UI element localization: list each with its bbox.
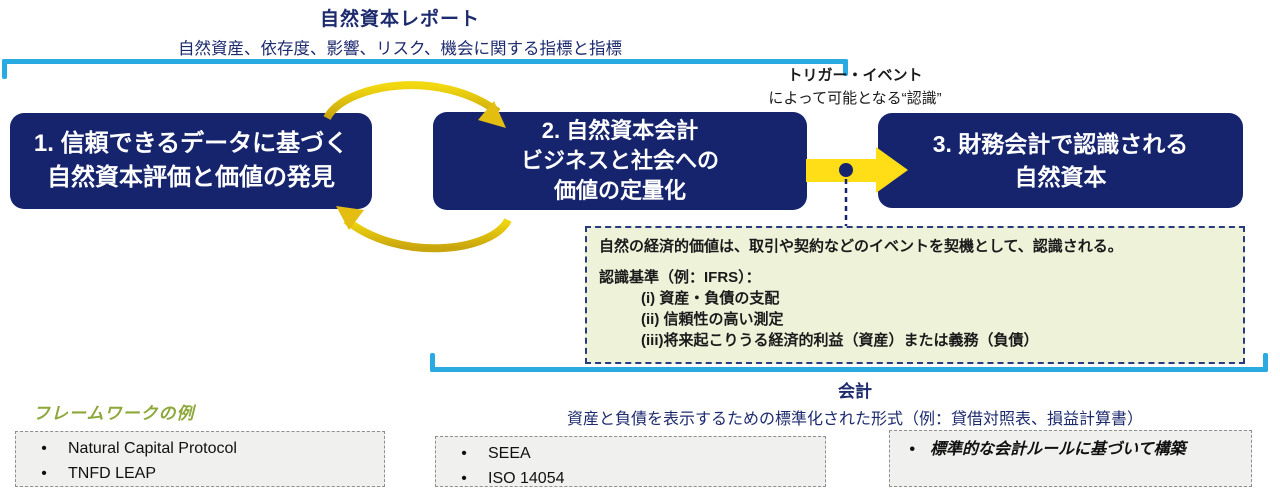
accounting-subtitle: 資産と負債を表示するための標準化された形式（例：貸借対照表、損益計算書） [566,411,1143,428]
framework-item: • Natural Capital Protocol [16,436,384,461]
framework-item-label: Natural Capital Protocol [68,440,237,457]
recognition-criteria-item: (iii)将来起こりうる経済的利益（資産）または義務（負債） [641,332,1039,349]
report-header: 自然資本レポート 自然資産、依存度、影響、リスク、機会に関する指標と指標 [100,4,700,59]
connector-dot [839,163,853,177]
bracket-top-left-cap [2,59,7,79]
framework-box-standards: • SEEA • ISO 14054 [435,436,826,487]
bullet-icon: • [461,445,467,462]
recognition-criteria-item: (ii) 信頼性の高い測定 [641,311,784,328]
cycle-arrow-bottom-head-icon [336,206,364,230]
flow-box-2-accounting: 2. 自然資本会計 ビジネスと社会への 価値の定量化 [433,112,807,210]
frameworks-label: フレームワークの例 [33,404,195,423]
bracket-bottom-right-cap [1263,353,1268,372]
page-subtitle: 自然資産、依存度、影響、リスク、機会に関する指標と指標 [177,40,622,58]
bullet-icon: • [461,470,467,487]
framework-box-accounting-rules: • 標準的な会計ルールに基づいて構築 [889,430,1252,487]
bullet-icon: • [41,440,47,457]
flow-box-2-line1: 2. 自然資本会計 [541,118,699,143]
recognition-note-box: 自然の経済的価値は、取引や契約などのイベントを契機として、認識される。 認識基準… [585,226,1245,364]
framework-item-label: SEEA [488,445,531,462]
framework-item: • SEEA [436,441,825,466]
accounting-label: 会計 資産と負債を表示するための標準化された形式（例：貸借対照表、損益計算書） [440,377,1270,429]
trigger-event-label: トリガー・イベント によって可能となる“認識” [725,64,985,108]
trigger-event-subtitle: によって可能となる“認識” [768,90,942,107]
recognition-criteria-list: (i) 資産・負債の支配 (ii) 信頼性の高い測定 (iii)将来起こりうる経… [641,288,1231,351]
flow-box-3-financial: 3. 財務会計で認識される 自然資本 [878,113,1243,208]
framework-item: • 標準的な会計ルールに基づいて構築 [890,437,1251,462]
framework-item-label: TNFD LEAP [68,465,157,482]
framework-item-label: ISO 14054 [488,470,565,487]
page-title: 自然資本レポート [319,9,480,30]
recognition-criteria-item: (i) 資産・負債の支配 [641,290,780,307]
bracket-bottom-left-cap [430,353,435,372]
bullet-icon: • [909,441,915,458]
flow-box-1-line2: 自然資本評価と価値の発見 [47,164,335,191]
flow-box-2-line3: 価値の定量化 [553,178,686,203]
flow-box-3-line2: 自然資本 [1014,163,1107,190]
flow-box-1-line1: 1. 信頼できるデータに基づく [33,130,349,157]
accounting-title: 会計 [838,382,872,401]
framework-item: • TNFD LEAP [16,461,384,486]
flow-box-3-line1: 3. 財務会計で認識される [932,130,1189,157]
bracket-top-right-cap [843,59,848,76]
flow-box-1-valuation: 1. 信頼できるデータに基づく 自然資本評価と価値の発見 [10,113,372,209]
recognition-criteria-heading: 認識基準（例：IFRS）： [599,269,761,286]
flow-box-2-line2: ビジネスと社会への [520,148,719,173]
bracket-top [2,59,848,64]
trigger-event-title: トリガー・イベント [787,67,923,84]
framework-box-protocols: • Natural Capital Protocol • TNFD LEAP [15,431,385,487]
framework-item: • ISO 14054 [436,466,825,491]
framework-item-label: 標準的な会計ルールに基づいて構築 [930,441,1186,458]
cycle-arrow-bottom-icon [343,216,512,253]
bracket-bottom [430,367,1268,372]
bullet-icon: • [41,465,47,482]
recognition-note-intro: 自然の経済的価値は、取引や契約などのイベントを契機として、認識される。 [599,238,1123,255]
